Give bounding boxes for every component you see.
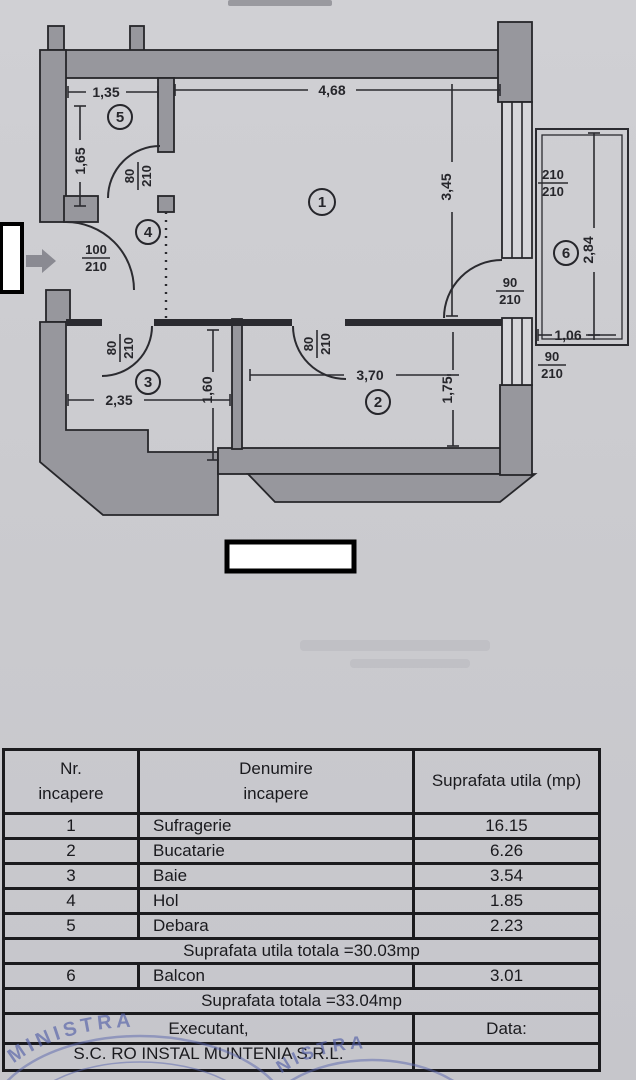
table-row: 1 Sufragerie 16.15 [2,812,601,840]
dim-living-height: 3,45 [438,173,454,200]
svg-text:210: 210 [499,292,521,307]
redaction-box-bottom [224,539,357,574]
room-number-6: 6 [553,240,579,266]
svg-text:210: 210 [85,259,107,274]
total-text: Suprafata totala =33.04mp [2,987,601,1015]
partition-walls [66,319,502,326]
room-number-1: 1 [308,188,336,216]
svg-text:5: 5 [116,109,124,126]
svg-text:3: 3 [144,374,152,391]
bath-door-size: 80 210 [104,334,136,362]
dim-kitchen-height: 1,75 [439,376,455,403]
room-number-cell: 4 [2,887,140,915]
redaction-box-left [0,222,24,294]
cutoff-text-sliver [228,0,332,6]
kitchen-door-size: 80 210 [301,330,333,358]
room-name-cell: Bucatarie [137,837,415,865]
header-suprafata: Suprafata utila (mp) [412,748,601,815]
room-number-cell: 1 [2,812,140,840]
company-empty-cell [412,1042,601,1072]
svg-text:6: 6 [562,245,570,262]
header-nr-incapere: Nr.incapere [2,748,140,815]
table-row-balcon: 6 Balcon 3.01 [2,962,601,990]
table-row: 5 Debara 2.23 [2,912,601,940]
room-name-cell: Baie [137,862,415,890]
room-number-cell: 3 [2,862,140,890]
svg-text:210: 210 [541,366,563,381]
svg-text:210: 210 [318,333,333,355]
table-row: 4 Hol 1.85 [2,887,601,915]
dim-balcony-width: 1,06 [554,327,581,343]
wall-sections [39,21,538,516]
balcony-door-size: 90 210 [496,275,524,307]
table-row: 2 Bucatarie 6.26 [2,837,601,865]
dim-bath-height: 1,60 [199,376,215,403]
svg-text:210: 210 [542,167,564,182]
subtotal-row: Suprafata utila totala =30.03mp [2,937,601,965]
area-cell: 16.15 [412,812,601,840]
kitchen-window-size: 90 210 [538,349,566,381]
area-cell: 1.85 [412,887,601,915]
area-cell: 3.01 [412,962,601,990]
dim-room5-width: 1,35 [92,84,119,100]
room-name-cell: Sufragerie [137,812,415,840]
data-label: Data: [412,1012,601,1045]
svg-text:80: 80 [122,169,137,183]
svg-text:1: 1 [318,194,326,211]
svg-text:80: 80 [301,337,316,351]
balcony-outline [535,128,629,346]
room-number-4: 4 [135,219,161,245]
entry-door-size: 100 210 [82,242,110,274]
bleed-through-text [300,640,490,651]
dim-kitchen-width: 3,70 [356,367,383,383]
room-name-cell: Hol [137,887,415,915]
room-number-3: 3 [135,369,161,395]
table-row: 3 Baie 3.54 [2,862,601,890]
area-cell: 6.26 [412,837,601,865]
executant-label: Executant, [2,1012,415,1045]
bleed-through-text [350,659,470,668]
dim-living-width: 4,68 [318,82,345,98]
company-row: S.C. RO INSTAL MUNTENIA S.R.L. [2,1042,601,1072]
door-arcs [65,145,503,380]
dim-room5-height: 1,65 [72,147,88,174]
room-number-cell: 2 [2,837,140,865]
room-name-cell: Debara [137,912,415,940]
svg-text:210: 210 [139,165,154,187]
executant-row: Executant, Data: [2,1012,601,1045]
balcony-window-size: 210 210 [538,167,568,199]
dimension-lines [67,84,616,461]
dim-bath-width: 2,35 [105,392,132,408]
area-cell: 2.23 [412,912,601,940]
svg-text:2: 2 [374,394,382,411]
subtotal-utila-text: Suprafata utila totala =30.03mp [2,937,601,965]
svg-text:210: 210 [542,184,564,199]
entrance-arrow-icon [26,249,56,273]
window-kitchen [501,317,533,386]
debara-door-size: 80 210 [122,162,154,190]
room-name-cell: Balcon [137,962,415,990]
svg-text:90: 90 [545,349,559,364]
room-number-2: 2 [365,389,391,415]
company-name: S.C. RO INSTAL MUNTENIA S.R.L. [2,1042,415,1072]
room-number-cell: 6 [2,962,140,990]
floor-plan: 1,35 1,65 4,68 3,45 2,84 1,06 2,35 1,60 … [0,21,629,574]
svg-text:210: 210 [121,337,136,359]
svg-text:90: 90 [503,275,517,290]
svg-text:100: 100 [85,242,107,257]
room-number-cell: 5 [2,912,140,940]
room-number-5: 5 [107,104,133,130]
window-living [501,101,533,259]
area-cell: 3.54 [412,862,601,890]
svg-text:4: 4 [144,224,153,241]
dim-balcony-height: 2,84 [580,236,596,263]
total-row: Suprafata totala =33.04mp [2,987,601,1015]
svg-text:80: 80 [104,341,119,355]
